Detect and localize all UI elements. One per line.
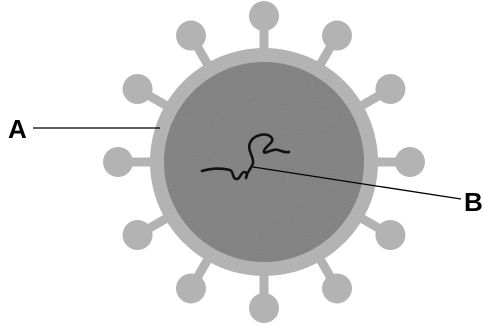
surface-spike bbox=[358, 74, 406, 108]
surface-spike bbox=[249, 1, 279, 54]
spike-knob bbox=[249, 293, 279, 323]
spike-knob bbox=[322, 21, 352, 51]
surface-spike bbox=[249, 270, 279, 323]
spike-knob bbox=[123, 74, 153, 104]
label-b: B bbox=[464, 187, 483, 217]
surface-spike bbox=[103, 147, 156, 177]
surface-spike bbox=[318, 21, 352, 69]
spike-knob bbox=[249, 1, 279, 31]
surface-spike bbox=[123, 216, 171, 250]
spike-knob bbox=[103, 147, 133, 177]
spike-knob bbox=[123, 220, 153, 250]
spike-knob bbox=[322, 273, 352, 303]
spike-knob bbox=[375, 220, 405, 250]
surface-spike bbox=[176, 21, 210, 69]
surface-spike bbox=[372, 147, 425, 177]
surface-spike bbox=[123, 74, 171, 108]
spike-knob bbox=[375, 74, 405, 104]
spike-knob bbox=[395, 147, 425, 177]
label-a: A bbox=[8, 114, 27, 144]
surface-spike bbox=[318, 256, 352, 304]
surface-spike bbox=[358, 216, 406, 250]
spike-knob bbox=[176, 21, 206, 51]
spike-knob bbox=[176, 273, 206, 303]
surface-spike bbox=[176, 256, 210, 304]
